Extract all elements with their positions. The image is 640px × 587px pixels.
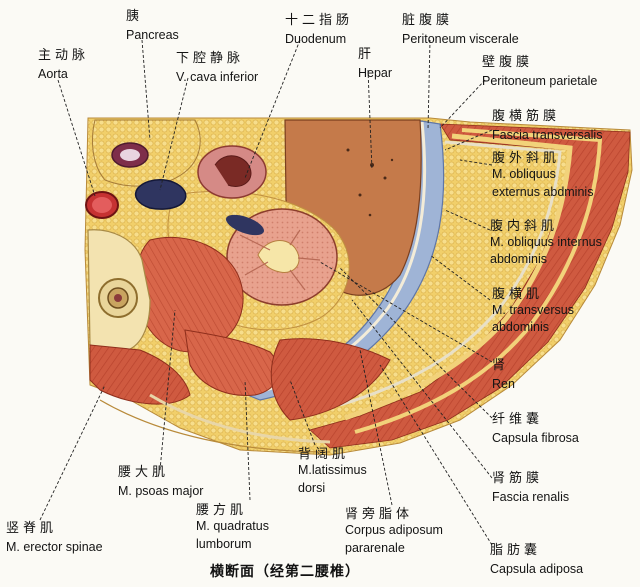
- latissimus: [270, 338, 391, 421]
- label-erector-spinae: 竖脊肌 M. erector spinae: [6, 521, 103, 554]
- erector-spinae: [89, 344, 191, 405]
- label-psoas: 腰大肌 M. psoas major: [118, 465, 204, 498]
- label-transversus: 腹横肌 M. transversus abdominis: [492, 287, 574, 334]
- label-latissimus: 背阔肌 M.latissimus dorsi: [298, 447, 367, 495]
- leader-lines: [39, 39, 493, 546]
- label-duodenum: 十二指肠 Duodenum: [285, 13, 354, 46]
- label-fascia-transversalis: 腹横筋膜 Fascia transversalis: [492, 109, 603, 142]
- label-capsula-fibrosa: 纤维囊 Capsula fibrosa: [492, 412, 579, 445]
- label-capsula-adiposa: 脂肪囊 Capsula adiposa: [490, 543, 584, 576]
- label-peritoneum-parietale: 壁腹膜 Peritoneum parietale: [482, 55, 598, 88]
- label-fascia-renalis: 肾筋膜 Fascia renalis: [492, 471, 570, 504]
- label-pancreas: 胰 Pancreas: [126, 9, 179, 42]
- figure-caption: 横断面（经第二腰椎）: [210, 564, 360, 580]
- label-hepar: 肝 Hepar: [358, 47, 393, 80]
- label-corpus-adiposum: 肾旁脂体 Corpus adiposum pararenale: [345, 507, 443, 555]
- label-peritoneum-viscerale: 脏腹膜 Peritoneum viscerale: [402, 13, 519, 46]
- label-vcava: 下腔静脉 V. cava inferior: [176, 51, 259, 84]
- label-ren: 肾 Ren: [492, 358, 515, 391]
- label-obliquus-internus: 腹内斜肌 M. obliquus internus abdominis: [490, 219, 602, 266]
- label-quadratus: 腰方肌 M. quadratus lumborum: [196, 503, 269, 551]
- label-aorta: 主动脉 Aorta: [38, 48, 90, 81]
- label-obliquus-externus: 腹外斜肌 M. obliquus externus abdminis: [492, 151, 594, 199]
- vena-cava: [134, 179, 187, 210]
